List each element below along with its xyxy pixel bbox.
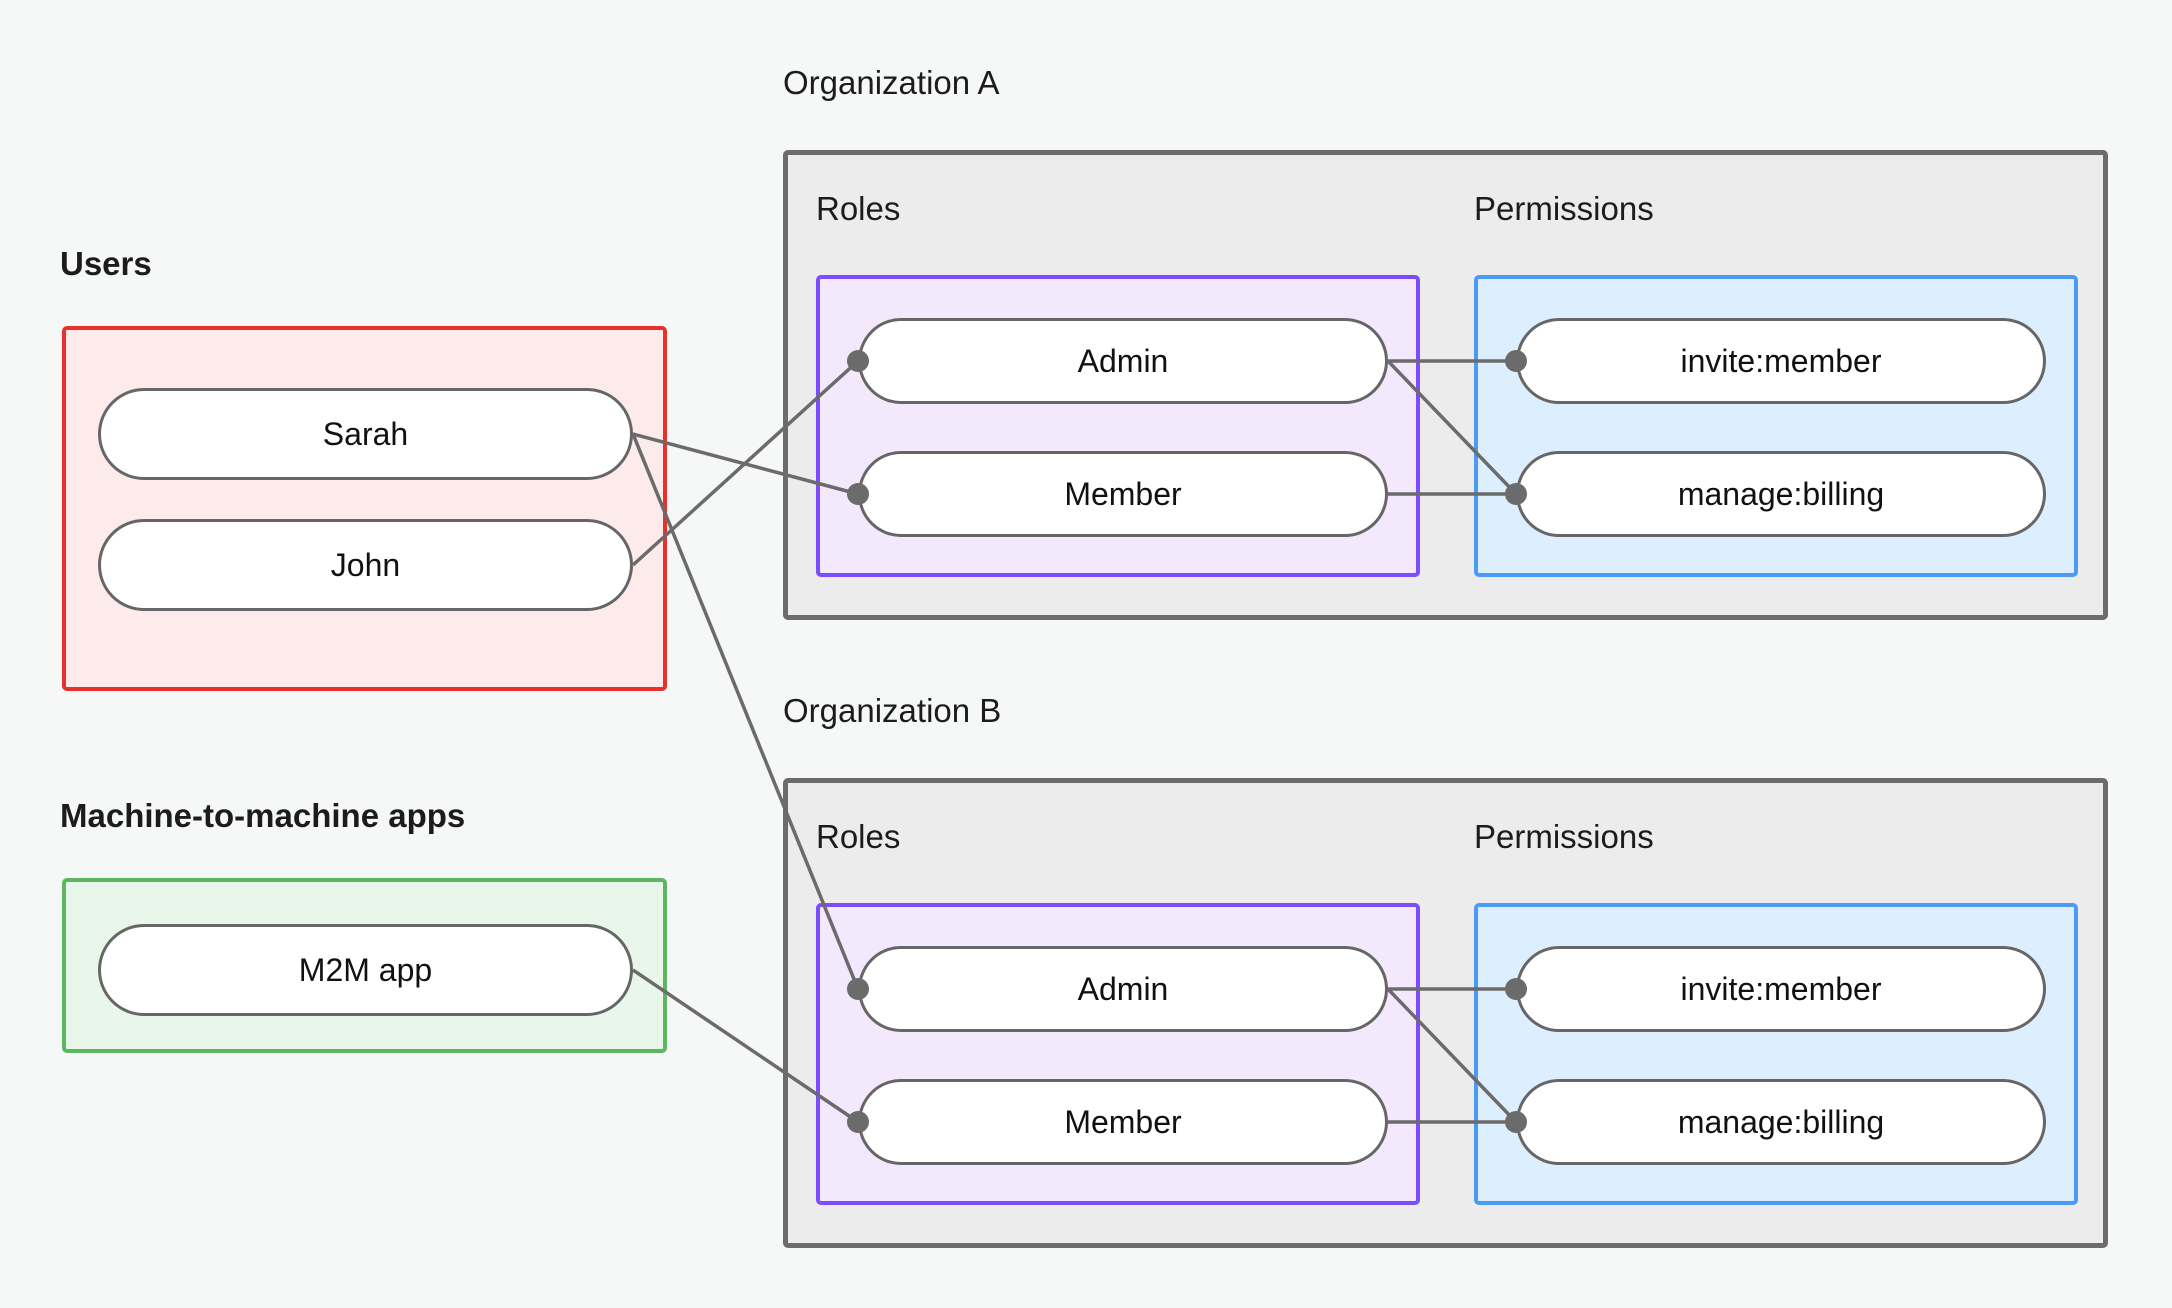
user-node-john[interactable]: John (98, 519, 633, 611)
organization-a-role-admin[interactable]: Admin (858, 318, 1388, 404)
user-node-sarah[interactable]: Sarah (98, 388, 633, 480)
users-group-box (62, 326, 667, 691)
organization-a-permissions-label: Permissions (1474, 190, 1654, 227)
m2m-node-m2m-app[interactable]: M2M app (98, 924, 633, 1016)
organization-a-permission-manage-billing[interactable]: manage:billing (1516, 451, 2046, 537)
organization-b-role-member[interactable]: Member (858, 1079, 1388, 1165)
organization-a-roles-label: Roles (816, 190, 901, 227)
m2m-group-label: Machine-to-machine apps (60, 797, 466, 834)
organization-b-label: Organization B (783, 692, 1002, 729)
organization-b-role-admin[interactable]: Admin (858, 946, 1388, 1032)
organization-b-permissions-label: Permissions (1474, 818, 1654, 855)
organization-a-label: Organization A (783, 64, 1000, 101)
organization-a-permission-invite-member[interactable]: invite:member (1516, 318, 2046, 404)
organization-b-permission-invite-member[interactable]: invite:member (1516, 946, 2046, 1032)
users-group-label: Users (60, 245, 152, 282)
organization-a-role-member[interactable]: Member (858, 451, 1388, 537)
organization-b-roles-label: Roles (816, 818, 901, 855)
organization-b-permission-manage-billing[interactable]: manage:billing (1516, 1079, 2046, 1165)
